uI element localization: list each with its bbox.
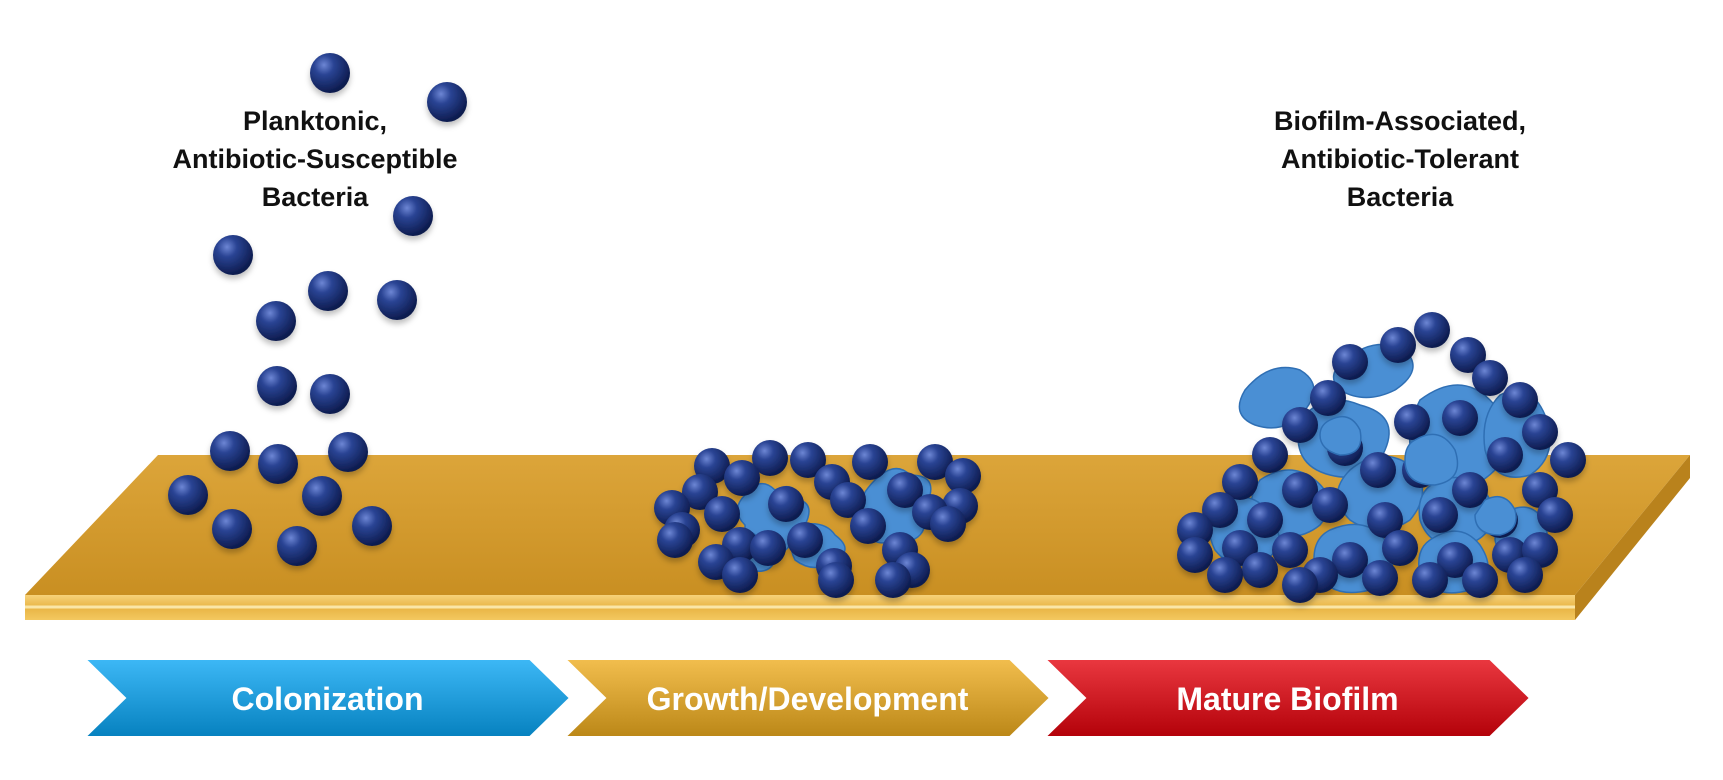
growth-stage-bacterium <box>787 522 823 558</box>
biofilm-bacterium <box>1332 542 1368 578</box>
planktonic-bacterium <box>168 475 208 515</box>
stage-arrow-label: Colonization <box>232 681 424 717</box>
biofilm-bacterium <box>1362 560 1398 596</box>
stage-arrow-shape <box>1042 658 1532 738</box>
planktonic-bacterium <box>377 280 417 320</box>
biofilm-bacterium <box>1422 497 1458 533</box>
biofilm-bacterium <box>1502 382 1538 418</box>
biofilm-bacterium <box>1360 452 1396 488</box>
biofilm-bacterium <box>1537 497 1573 533</box>
biofilm-bacterium <box>1380 327 1416 363</box>
biofilm-bacterium <box>1367 502 1403 538</box>
biofilm-bacterium <box>1382 530 1418 566</box>
planktonic-bacterium <box>212 509 252 549</box>
bacteria-cells <box>168 53 1586 603</box>
growth-stage-bacterium <box>945 458 981 494</box>
biofilm-bacterium <box>1332 344 1368 380</box>
biofilm-bacterium <box>1272 532 1308 568</box>
planktonic-bacterium <box>257 366 297 406</box>
stage-arrow-label: Mature Biofilm <box>1176 681 1398 717</box>
growth-stage-bacterium <box>750 530 786 566</box>
stage-arrow-3: Mature Biofilm <box>1042 658 1532 738</box>
biofilm-bacterium <box>1437 542 1473 578</box>
biofilm-bacterium <box>1247 502 1283 538</box>
growth-stage-bacterium <box>917 444 953 480</box>
growth-stage-bacterium <box>875 562 911 598</box>
planktonic-bacterium <box>310 374 350 414</box>
growth-stage-bacterium <box>830 482 866 518</box>
stage-arrow-shape <box>562 658 1052 738</box>
growth-stage-bacterium <box>704 496 740 532</box>
growth-stage-bacterium <box>752 440 788 476</box>
stage-arrow-label: Growth/Development <box>647 681 969 717</box>
growth-stage-bacterium <box>818 562 854 598</box>
planktonic-bacterium <box>308 271 348 311</box>
planktonic-bacterium <box>277 526 317 566</box>
stage-arrow-2: Growth/Development <box>562 658 1052 738</box>
biofilm-bacterium <box>1177 537 1213 573</box>
biofilm-bacterium <box>1507 557 1543 593</box>
biofilm-bacterium <box>1550 442 1586 478</box>
biofilm-bacterium <box>1242 552 1278 588</box>
biofilm-bacterium <box>1522 414 1558 450</box>
planktonic-label-line-1: Planktonic, <box>242 106 388 136</box>
growth-stage-bacterium <box>930 506 966 542</box>
planktonic-label-line-2: Antibiotic-Susceptible <box>172 144 458 174</box>
planktonic-bacterium <box>210 431 250 471</box>
planktonic-bacterium <box>352 506 392 546</box>
biofilm-bacterium <box>1472 360 1508 396</box>
biofilm-bacterium <box>1177 512 1213 548</box>
stage-arrow-shape <box>82 658 572 738</box>
growth-stage-bacterium <box>657 522 693 558</box>
planktonic-bacterium <box>213 235 253 275</box>
biofilm-bacterium <box>1412 562 1448 598</box>
stage-arrows: Colonization Growth/Development Mature Bio… <box>82 658 1532 738</box>
growth-stage-bacterium <box>724 460 760 496</box>
biofilm-bacterium <box>1487 437 1523 473</box>
planktonic-bacterium <box>427 82 467 122</box>
biofilm-bacterium <box>1312 487 1348 523</box>
biofilm-bacterium <box>1442 400 1478 436</box>
planktonic-bacterium <box>256 301 296 341</box>
growth-stage-bacterium <box>887 472 923 508</box>
biofilm-bacterium <box>1450 337 1486 373</box>
growth-stage-bacterium <box>722 557 758 593</box>
growth-stage-bacterium <box>768 486 804 522</box>
planktonic-bacterium <box>302 476 342 516</box>
biofilm-bacteria-label: Biofilm-Associated, Antibiotic-Tolerant … <box>1230 102 1570 216</box>
biofilm-bacterium <box>1394 404 1430 440</box>
biofilm-label-line-1: Biofilm-Associated, <box>1273 106 1527 136</box>
stage-arrow-1: Colonization <box>82 658 572 738</box>
planktonic-bacterium <box>328 432 368 472</box>
biofilm-bacterium <box>1282 472 1318 508</box>
planktonic-bacterium <box>258 444 298 484</box>
growth-stage-bacterium <box>850 508 886 544</box>
growth-stage-bacterium <box>790 442 826 478</box>
biofilm-label-line-2: Antibiotic-Tolerant <box>1281 144 1519 174</box>
growth-stage-bacterium <box>852 444 888 480</box>
mature-matrix-clump-top <box>1319 415 1362 456</box>
biofilm-bacterium <box>1222 464 1258 500</box>
mature-matrix-clump-top <box>1474 495 1517 536</box>
biofilm-bacterium <box>1462 562 1498 598</box>
biofilm-bacterium <box>1282 407 1318 443</box>
planktonic-bacterium <box>310 53 350 93</box>
biofilm-label-line-3: Bacteria <box>1346 182 1454 212</box>
biofilm-bacterium <box>1202 492 1238 528</box>
growth-stage-bacterium <box>682 474 718 510</box>
planktonic-label-line-3: Bacteria <box>261 182 369 212</box>
biofilm-bacterium <box>1452 472 1488 508</box>
biofilm-bacterium <box>1252 437 1288 473</box>
biofilm-bacterium <box>1282 567 1318 603</box>
biofilm-bacterium <box>1310 380 1346 416</box>
mature-matrix-clump-top <box>1404 433 1459 486</box>
biofilm-bacterium <box>1207 557 1243 593</box>
planktonic-bacterium <box>393 196 433 236</box>
biofilm-bacterium <box>1414 312 1450 348</box>
planktonic-bacteria-label: Planktonic, Antibiotic-Susceptible Bacte… <box>150 102 480 216</box>
